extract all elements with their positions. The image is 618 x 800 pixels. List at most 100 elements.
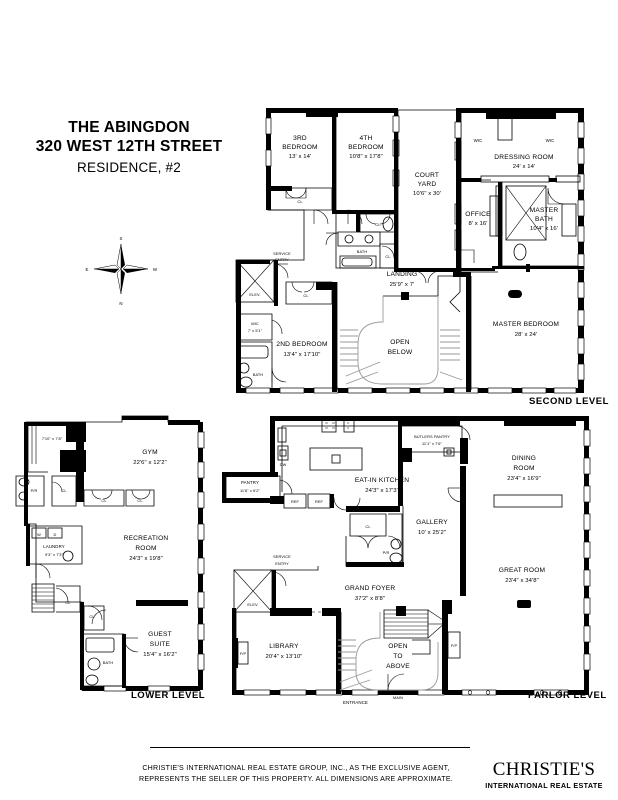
footer-disclaimer: CHRISTIE'S INTERNATIONAL REAL ESTATE GRO…: [126, 763, 466, 784]
open-to-above-line3: ABOVE: [386, 663, 410, 670]
wic-right-label: WIC: [546, 138, 555, 143]
great-room-label: GREAT ROOM: [499, 567, 545, 574]
open-to-above-line1: OPEN: [388, 643, 408, 650]
lower-closet-3-label: CL: [137, 498, 143, 503]
dryer-label: D: [54, 532, 57, 537]
second-closet-2-label: CL: [375, 222, 381, 227]
second-level-plan: CL CL BATH CL: [235, 108, 585, 394]
wic-2-dimensions: 7' x 5'1": [248, 328, 263, 333]
grand-foyer-dimensions: 37'2" x 8'8": [355, 596, 385, 602]
service-entry-label-line2: ENTRY: [275, 257, 289, 262]
great-room-dimensions: 23'4" x 34'8": [505, 578, 539, 584]
master-bedroom-label: MASTER BEDROOM: [493, 321, 559, 328]
compass-rose: S N E W: [85, 236, 158, 306]
title-block: THE ABINGDON 320 WEST 12TH STREET RESIDE…: [14, 118, 244, 178]
butlers-pantry-label: BUTLERS PANTRY: [414, 434, 450, 439]
recreation-room-label-line1: RECREATION: [124, 535, 169, 542]
residence-number: RESIDENCE, #2: [77, 160, 181, 175]
library-dimensions: 20'4" x 13'10": [266, 654, 303, 660]
courtyard-label-line1: COURT: [415, 172, 439, 179]
lower-powder-room-label: P/R: [31, 488, 38, 493]
lower-small-room-dimensions: 7'10" x 7'8": [42, 436, 63, 441]
open-to-above-line2: TO: [393, 653, 402, 660]
library-label: LIBRARY: [269, 643, 299, 650]
main-entrance-line2-label: ENTRANCE: [343, 700, 368, 705]
second-level-caption: SECOND LEVEL: [529, 396, 609, 407]
gallery-dimensions: 10' x 25'2": [418, 530, 446, 536]
bedroom-4-label-line1: 4TH: [359, 135, 372, 142]
second-bath-upper-label: BATH: [357, 249, 368, 254]
building-name: THE ABINGDON: [68, 119, 190, 136]
wic-2-label: WIC: [251, 321, 259, 326]
lower-closet-4-label: CL: [65, 600, 71, 605]
parlor-elevator-label: ELEV.: [247, 602, 258, 607]
master-bath-label-line1: MASTER: [530, 207, 559, 214]
refrigerator-2-label: REF: [315, 499, 324, 504]
kitchen-dimensions: 24'3" x 17'3": [365, 488, 399, 494]
brand-block: CHRISTIE'S INTERNATIONAL REAL ESTATE: [478, 760, 610, 791]
guest-suite-label-line2: SUITE: [150, 641, 171, 648]
footer-divider: [150, 747, 470, 748]
landing-dimensions: 25'9" x 7': [390, 282, 415, 288]
second-closet-4-label: CL: [303, 293, 309, 298]
pantry-label: PANTRY: [241, 480, 259, 485]
bedroom-4-label-line2: BEDROOM: [348, 144, 383, 151]
parlor-closet-label: CL: [365, 524, 371, 529]
gym-dimensions: 22'6" x 12'2": [133, 460, 167, 466]
footer-disclaimer-line2: REPRESENTS THE SELLER OF THIS PROPERTY. …: [138, 774, 454, 783]
laundry-dimensions: 9'3" x 7'3": [45, 552, 64, 557]
dining-room-label-line2: ROOM: [513, 465, 534, 472]
master-bedroom-dimensions: 28' x 24': [515, 332, 537, 338]
courtyard-dimensions: 10'6" x 30': [413, 191, 441, 197]
second-closet-3-label: CL: [385, 254, 391, 259]
brand-subtitle: INTERNATIONAL REAL ESTATE: [485, 781, 603, 790]
service-entry-label-line1: SERVICE: [273, 251, 291, 256]
library-fireplace-label: F/P: [240, 651, 247, 656]
open-below-label-line2: BELOW: [388, 349, 413, 356]
open-below-label-line1: OPEN: [390, 339, 410, 346]
bedroom-4-dimensions: 10'8" x 17'8": [349, 154, 383, 160]
parlor-service-entry-line1: SERVICE: [273, 554, 291, 559]
laundry-label: LAUNDRY: [43, 544, 65, 549]
parlor-level-caption: PARLOR LEVEL: [528, 690, 607, 701]
compass-label-south: S: [119, 236, 122, 241]
bedroom-3-label-line2: BEDROOM: [282, 144, 317, 151]
bedroom-2-label: 2ND BEDROOM: [276, 341, 327, 348]
dressing-room-label: DRESSING ROOM: [494, 154, 553, 161]
bedroom-2-dimensions: 13'4" x 17'10": [284, 352, 321, 358]
butlers-pantry-dimensions: 11'1" x 7'6": [422, 441, 443, 446]
lower-level-plan: 7'10" x 7'8" GYM 22'6" x 12'2" P/R CL CL…: [15, 415, 205, 692]
gym-label: GYM: [142, 449, 158, 456]
grand-foyer-label: GRAND FOYER: [345, 585, 396, 592]
compass-label-north: N: [119, 301, 122, 306]
pantry-dimensions: 11'6" x 6'2": [240, 488, 261, 493]
main-entrance-line1: MAIN: [393, 695, 403, 700]
kitchen-label: EAT-IN KITCHEN: [355, 477, 409, 484]
office-label: OFFICE: [465, 211, 491, 218]
office-dimensions: 8' x 16': [468, 221, 487, 227]
lower-level-caption: LOWER LEVEL: [131, 690, 206, 701]
brand-name: CHRISTIE'S: [492, 759, 596, 780]
parlor-service-entry-line2: ENTRY: [275, 561, 289, 566]
lower-closet-5-label: CL: [89, 614, 95, 619]
building-address: 320 WEST 12TH STREET: [35, 138, 223, 155]
bedroom-3-dimensions: 13' x 14': [289, 154, 311, 160]
recreation-room-label-line2: ROOM: [135, 545, 156, 552]
dressing-room-dimensions: 24' x 14': [513, 164, 535, 170]
lower-closet-1-label: CL: [61, 488, 67, 493]
recreation-room-dimensions: 24'3" x 19'8": [129, 556, 163, 562]
landing-label: LANDING: [387, 271, 418, 278]
bedroom-3-label-line1: 3RD: [293, 135, 307, 142]
compass-label-west: W: [153, 267, 158, 272]
master-bath-label-line2: BATH: [535, 216, 553, 223]
courtyard-label-line2: YARD: [418, 181, 437, 188]
dishwasher-label: DW: [280, 462, 287, 467]
lower-closet-2-label: CL: [101, 498, 107, 503]
parlor-powder-room-label: P/R: [383, 550, 390, 555]
wic-left-label: WIC: [474, 138, 483, 143]
second-bath-lower-label: BATH: [253, 372, 264, 377]
master-bath-dimensions: 10'4" x 16': [530, 226, 558, 232]
great-room-fireplace-label: F/P: [451, 643, 458, 648]
washer-label: W: [37, 532, 41, 537]
